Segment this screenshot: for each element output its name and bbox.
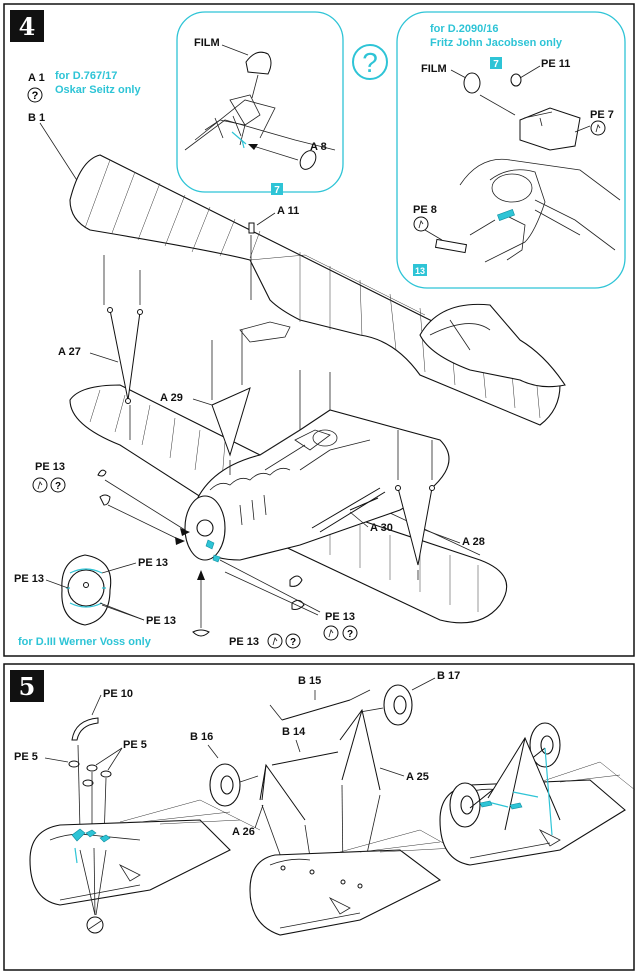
svg-text:7: 7 — [493, 59, 499, 70]
label-pe8: PE 8 — [413, 204, 437, 216]
a11-part — [248, 222, 255, 234]
part-pe13-a — [97, 469, 107, 477]
badge-thirteen — [413, 264, 427, 276]
part-pe8 — [434, 238, 468, 254]
arrow-a8 — [249, 144, 299, 161]
part-pe11 — [510, 73, 522, 87]
label-a28: A 28 — [462, 536, 485, 548]
tail-fin — [419, 303, 566, 388]
part-b14 — [271, 751, 339, 766]
detail-bubble-film — [176, 11, 344, 193]
label-film-left: FILM — [194, 37, 220, 49]
note-voss: for D.III Werner Voss only — [18, 636, 152, 648]
strut-a27 — [107, 307, 143, 404]
label-pe13-ring-left: PE 13 — [14, 573, 44, 585]
label-a26: A 26 — [232, 826, 255, 838]
assembled-landing-gear — [449, 722, 561, 831]
nose-section-middle — [249, 829, 471, 936]
label-pe11: PE 11 — [541, 58, 570, 70]
cockpit-opening — [312, 429, 338, 447]
label-b15: B 15 — [298, 675, 321, 687]
label-a11: A 11 — [277, 205, 299, 217]
part-a8 — [299, 150, 317, 170]
strut-a30 — [311, 487, 386, 533]
label-pe5-right: PE 5 — [123, 739, 147, 751]
badge-seven-b — [490, 57, 502, 69]
svg-text:13: 13 — [415, 266, 425, 276]
label-pe13-ring-bottom: PE 13 — [146, 615, 176, 627]
svg-text:?: ? — [32, 90, 39, 102]
note-fritz-line1: for D.2090/16 — [430, 23, 498, 35]
label-a8: A 8 — [310, 141, 327, 153]
nose-section-right — [439, 761, 636, 866]
label-b16: B 16 — [190, 731, 213, 743]
svg-text:7: 7 — [274, 185, 280, 196]
note-fritz-line2: Fritz John Jacobsen only — [430, 37, 563, 49]
step-5-number: 5 — [19, 672, 36, 701]
part-pe13-bottom — [192, 629, 210, 637]
label-pe7: PE 7 — [590, 109, 614, 121]
label-pe10: PE 10 — [103, 688, 133, 700]
svg-text:?: ? — [290, 637, 296, 648]
wheel-b17 — [383, 684, 413, 726]
svg-text:?: ? — [55, 481, 61, 492]
label-a30: A 30 — [370, 522, 393, 534]
note-oskar-line1: for D.767/17 — [55, 70, 117, 82]
part-b15 — [281, 699, 351, 721]
part-pe13-c — [289, 575, 303, 587]
part-pe13-b — [99, 494, 111, 506]
windscreen-frame — [519, 107, 581, 151]
detail-bubble-fritz — [396, 11, 626, 289]
svg-text:?: ? — [347, 629, 353, 640]
note-oskar-line2: Oskar Seitz only — [55, 84, 141, 96]
label-a29: A 29 — [160, 392, 183, 404]
film-part-right — [463, 72, 481, 94]
label-a1: A 1 — [28, 72, 45, 84]
cockpit-detail-left — [184, 94, 336, 151]
fuselage-detail-right — [459, 158, 621, 263]
label-b17: B 17 — [437, 670, 460, 682]
film-part-left — [245, 51, 272, 75]
nose-section-left — [29, 799, 261, 906]
step-5-badge — [10, 670, 44, 702]
step-4-badge — [10, 10, 44, 42]
wheel-b16 — [209, 763, 241, 807]
label-b1: B 1 — [28, 112, 45, 124]
label-b14: B 14 — [282, 726, 306, 738]
label-pe13-ring: PE 13 — [138, 557, 168, 569]
label-a25: A 25 — [406, 771, 429, 783]
strut-a28 — [395, 485, 435, 566]
question-mark-symbol: ? — [362, 47, 378, 78]
badge-seven-a — [271, 183, 283, 195]
strut-a26 — [259, 763, 306, 821]
strut-a29 — [211, 387, 251, 457]
part-pe10 — [71, 717, 99, 741]
fuselage — [184, 409, 450, 561]
a8-seat-highlight — [231, 131, 247, 149]
step-4-number: 4 — [19, 12, 36, 41]
label-pe13-top: PE 13 — [35, 461, 65, 473]
label-film-right: FILM — [421, 63, 447, 75]
label-a27: A 27 — [58, 346, 81, 358]
label-pe5-left: PE 5 — [14, 751, 38, 763]
question-mark-marker — [352, 44, 388, 80]
label-pe13-bottom: PE 13 — [229, 636, 259, 648]
cowling-ring-detail — [61, 554, 112, 626]
pe8-highlight — [497, 209, 515, 221]
label-pe13-right: PE 13 — [325, 611, 355, 623]
strut-a25 — [339, 708, 381, 791]
